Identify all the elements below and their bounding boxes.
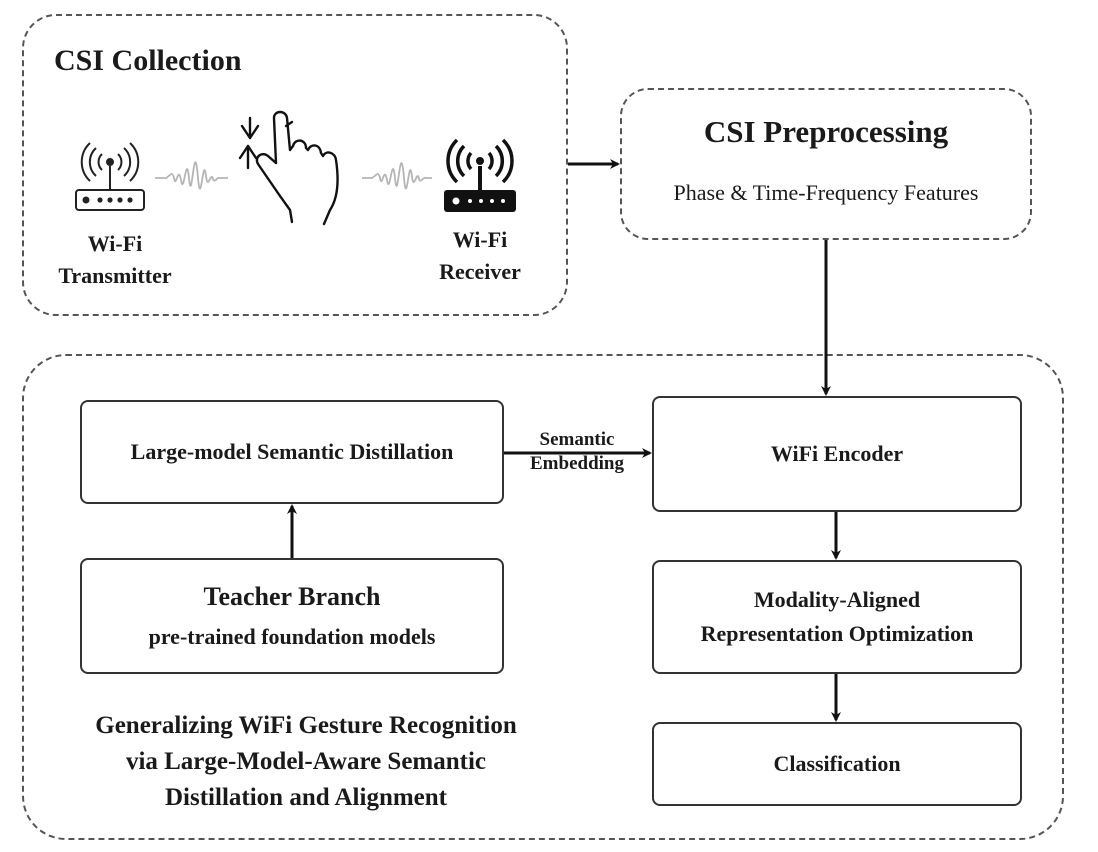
modality-alignment-line-2: Representation Optimization <box>700 621 974 646</box>
receiver-label-line-1: Wi-Fi <box>452 227 508 252</box>
semantic-distillation-label: Large-model Semantic Distillation <box>130 439 454 464</box>
csi-preprocessing-subtitle: Phase & Time-Frequency Features <box>673 180 979 205</box>
caption-line-3: Distillation and Alignment <box>165 784 447 811</box>
transmitter-router-icon <box>75 142 145 211</box>
csi-preprocessing-group <box>620 88 1032 240</box>
classification-box: Classification <box>652 722 1022 806</box>
framework-caption: Generalizing WiFi Gesture Recognition vi… <box>36 708 576 816</box>
signal-waveform-left <box>155 161 228 190</box>
csi-collection-group <box>22 14 568 316</box>
modality-alignment-box: Modality-Aligned Representation Optimiza… <box>652 560 1022 674</box>
wifi-encoder-box: WiFi Encoder <box>652 396 1022 512</box>
classification-label: Classification <box>773 751 901 776</box>
transmitter-label-line-1: Wi-Fi <box>87 231 143 256</box>
semantic-embedding-line-2: Embedding <box>530 453 624 474</box>
csi-preprocessing-title: CSI Preprocessing <box>703 114 949 149</box>
framework-group <box>22 354 1064 840</box>
semantic-embedding-label: Semantic Embedding <box>508 428 646 476</box>
transmitter-label-line-2: Transmitter <box>58 263 172 288</box>
csi-collection-title: CSI Collection <box>54 44 242 77</box>
teacher-branch-subtitle: pre-trained foundation models <box>148 624 436 649</box>
teacher-branch-title: Teacher Branch <box>203 582 381 611</box>
receiver-router-icon <box>444 138 516 212</box>
signal-waveform-right <box>362 162 432 190</box>
semantic-distillation-box: Large-model Semantic Distillation <box>80 400 504 504</box>
transmitter-label: Wi-Fi Transmitter <box>30 228 200 292</box>
teacher-branch-box: Teacher Branch pre-trained foundation mo… <box>80 558 504 674</box>
semantic-embedding-line-1: Semantic <box>539 429 615 450</box>
modality-alignment-line-1: Modality-Aligned <box>753 587 921 612</box>
receiver-label-line-2: Receiver <box>439 259 521 284</box>
receiver-label: Wi-Fi Receiver <box>410 224 550 288</box>
wifi-encoder-label: WiFi Encoder <box>770 441 904 466</box>
caption-line-2: via Large-Model-Aware Semantic <box>125 748 487 775</box>
hand-gesture-icon <box>238 110 339 226</box>
caption-line-1: Generalizing WiFi Gesture Recognition <box>95 712 517 739</box>
